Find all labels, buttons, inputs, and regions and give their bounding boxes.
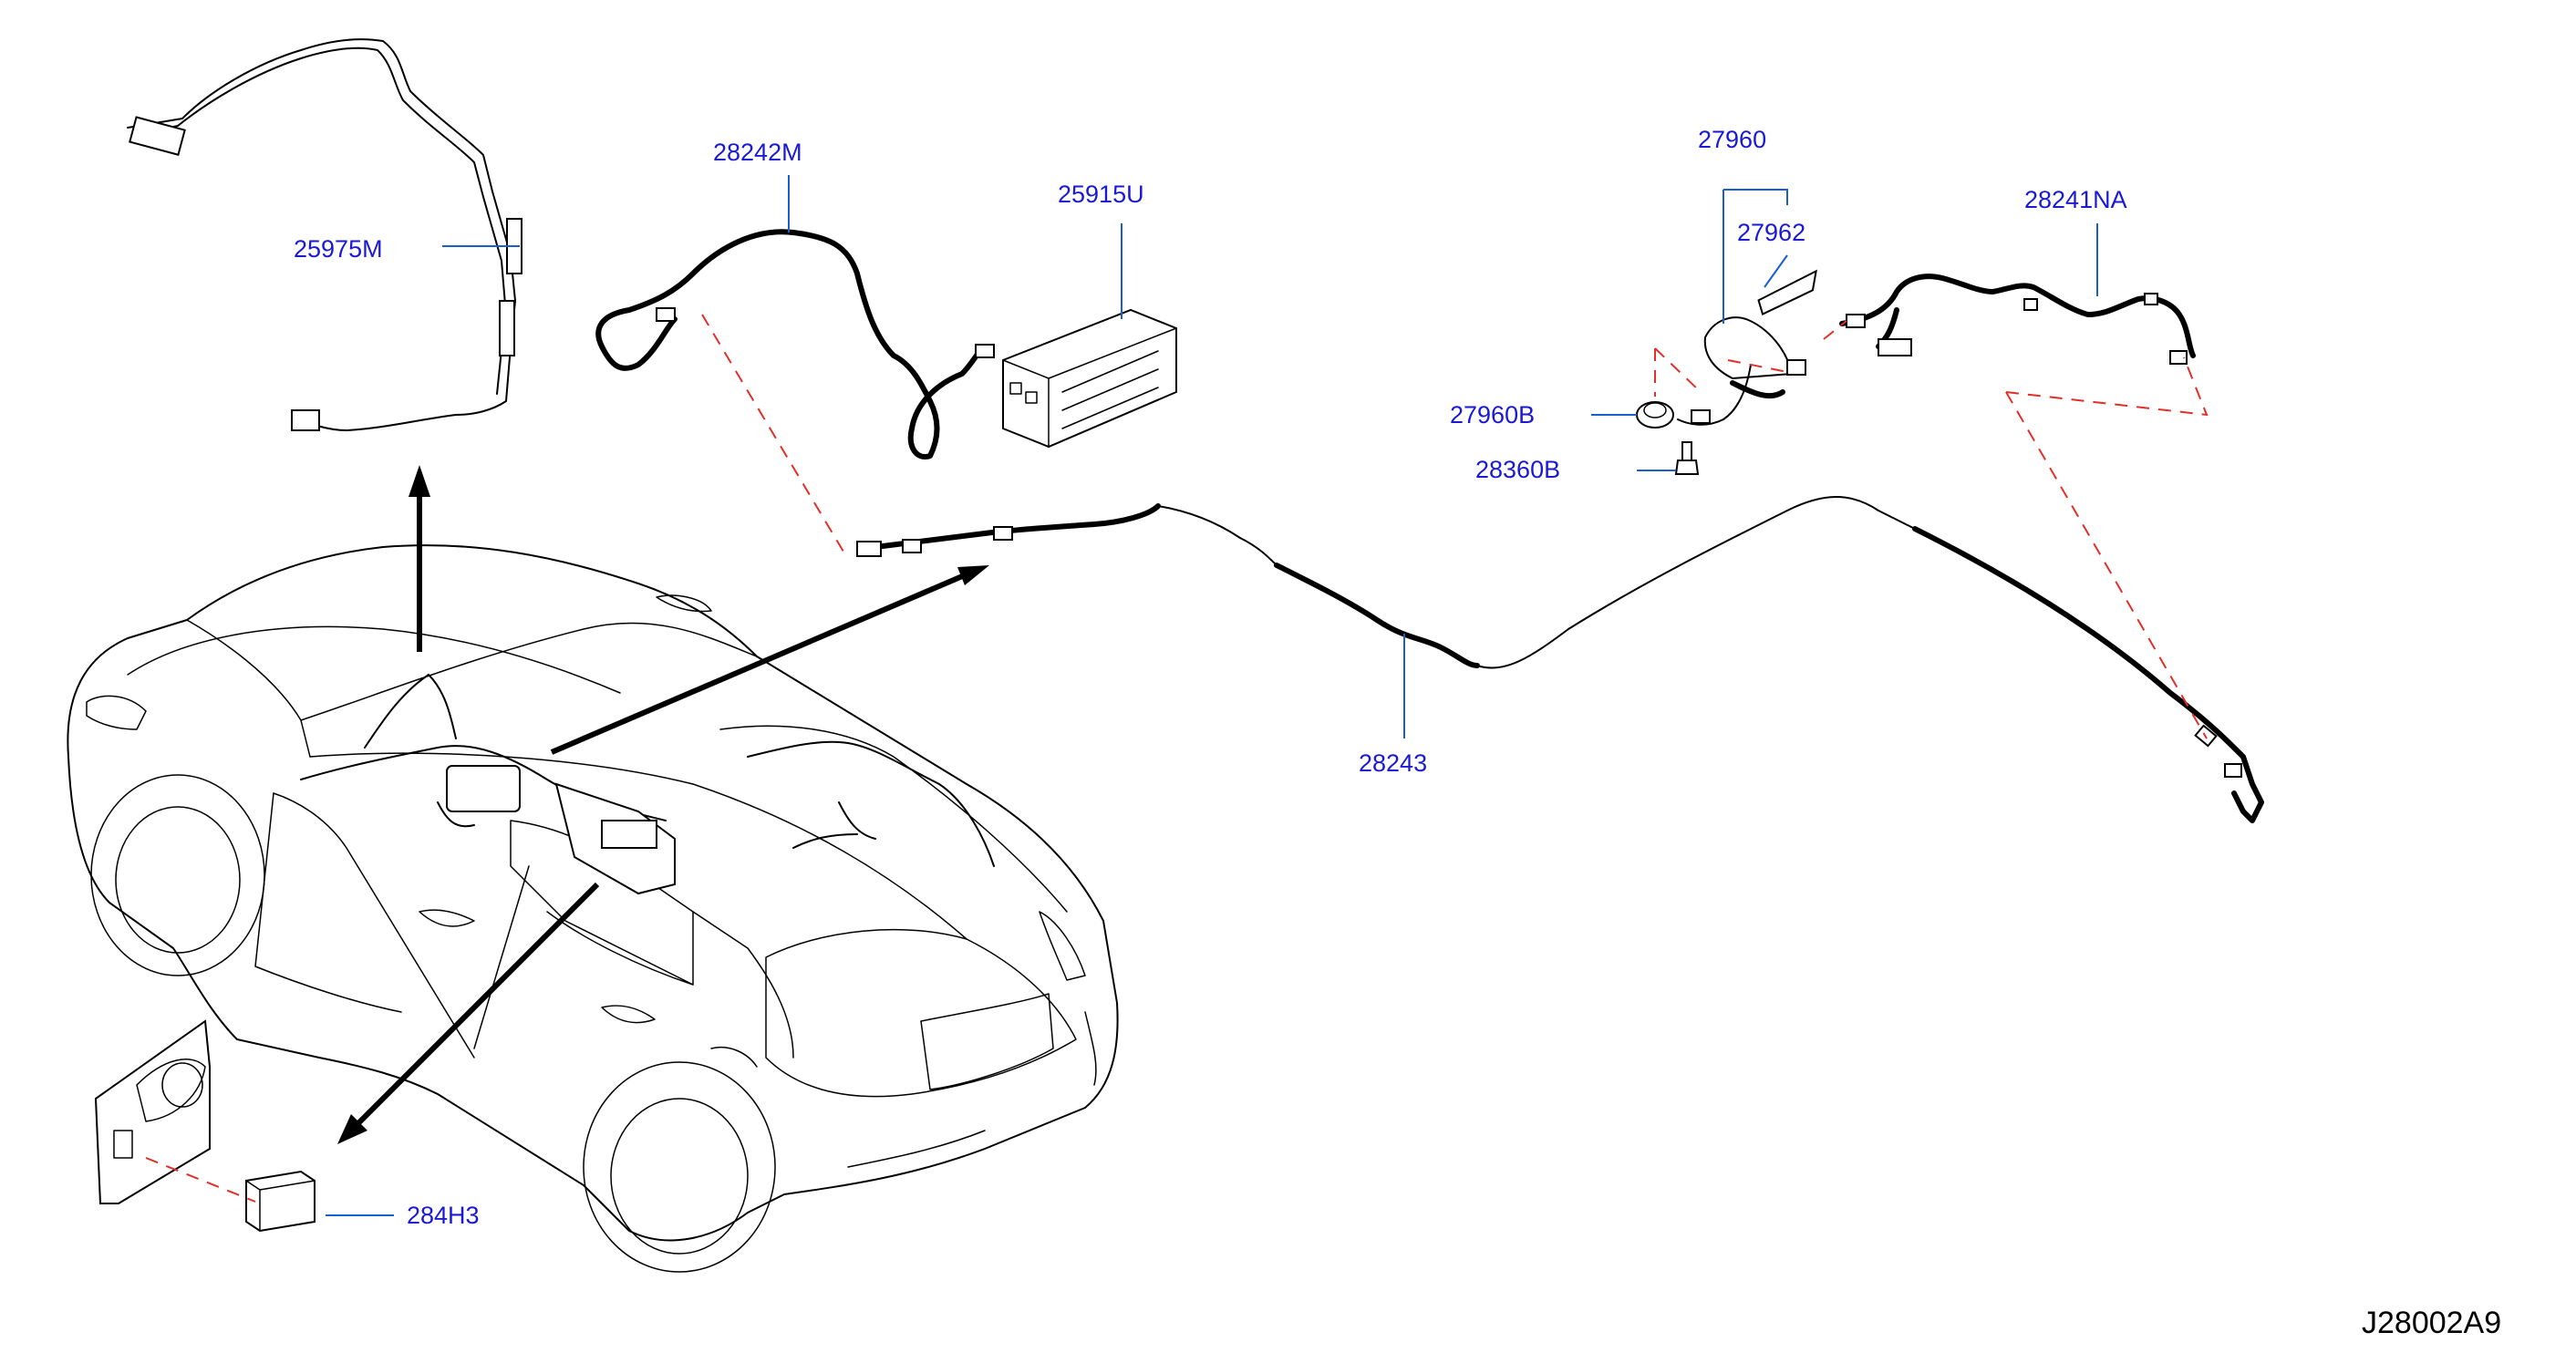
part-label-284H3[interactable]: 284H3 xyxy=(407,1202,480,1229)
part-label-25915U[interactable]: 25915U xyxy=(1058,181,1144,208)
panel-284H3 xyxy=(94,1019,316,1233)
part-label-28243[interactable]: 28243 xyxy=(1359,749,1428,777)
vehicle-harness xyxy=(300,674,995,895)
part-label-28241NA[interactable]: 28241NA xyxy=(2024,186,2127,213)
callout-arrows xyxy=(337,465,989,1144)
harness-28241NA xyxy=(1839,274,2196,365)
part-label-27960[interactable]: 27960 xyxy=(1698,126,1767,153)
unit-25915U xyxy=(1002,308,1177,449)
leader-lines xyxy=(326,175,2098,1216)
connection-lines xyxy=(145,314,2209,1203)
part-label-27962[interactable]: 27962 xyxy=(1737,219,1806,246)
part-label-28360B[interactable]: 28360B xyxy=(1475,456,1561,483)
harness-28242M xyxy=(595,229,995,460)
part-label-28242M[interactable]: 28242M xyxy=(713,139,802,166)
part-label-27960B[interactable]: 27960B xyxy=(1450,401,1536,429)
bolt-28360B xyxy=(1674,441,1700,475)
figure-code: J28002A9 xyxy=(2362,1306,2502,1340)
part-label-25975M[interactable]: 25975M xyxy=(294,235,383,263)
antenna-27960 xyxy=(1677,269,1817,426)
vehicle-outline xyxy=(67,544,1119,1273)
cable-28243 xyxy=(856,496,2264,823)
clip-27960B xyxy=(1636,401,1674,429)
